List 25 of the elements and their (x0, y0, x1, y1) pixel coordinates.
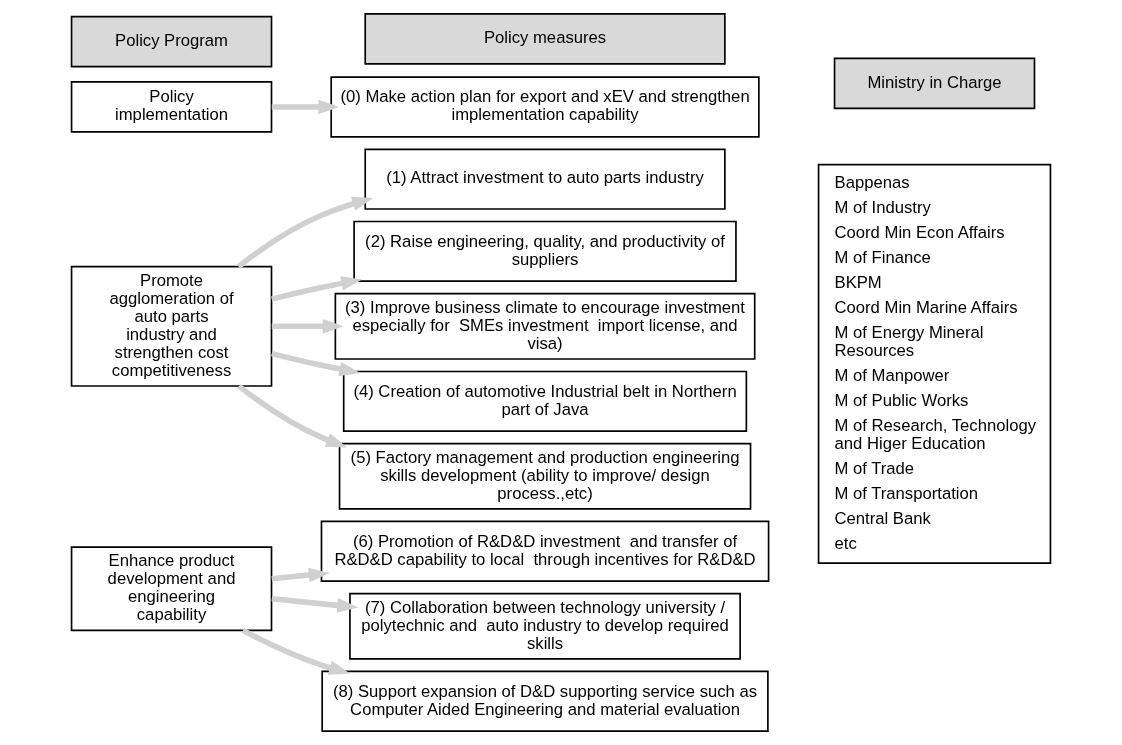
arrow (271, 350, 361, 377)
node-box: (5) Factory management and production engineering skills development (ability to improve/ design process.,etc) (338, 442, 752, 510)
arrow (271, 99, 340, 115)
arrow (237, 383, 347, 448)
node-box: Enhance product development and engineering capability (70, 546, 273, 632)
arrow (236, 196, 374, 269)
node-box: (8) Support expansion of D&D supporting service such as Computer Aided Engineering and material evaluation (321, 670, 769, 732)
node-box: Policy implementation (70, 81, 273, 133)
node-box: (1) Attract investment to auto parts industry (364, 148, 726, 210)
node-box: (0) Make action plan for export and xEV and strengthen implementation capability (330, 76, 760, 138)
node-box: Policy measures (364, 13, 726, 65)
node-box: Ministry in Charge (833, 57, 1036, 110)
node-box: Promote agglomeration of auto parts industry and strengthen cost competitiveness (70, 265, 273, 387)
arrow (271, 319, 344, 334)
arrow (241, 628, 351, 675)
node-box: Policy Program (70, 15, 273, 68)
node-box: (4) Creation of automotive Industrial belt in Northern part of Java (342, 370, 748, 432)
node-box: (2) Raise engineering, quality, and productivity of suppliers (353, 220, 737, 283)
arrow (271, 276, 362, 302)
node-box: (7) Collaboration between technology university / polytechnic and auto industry to develop required skills (349, 592, 741, 660)
arrow (271, 567, 330, 583)
node-box: (6) Promotion of R&D&D investment and transfer of R&D&D capability to local through incentives for R&D&D (320, 520, 770, 582)
node-box: (3) Improve business climate to encourage investment especially for SMEs investment import license, and visa) (334, 292, 756, 360)
node-box: Bappenas M of Industry Coord Min Econ Affairs M of Finance BKPM Coord Min Marine Affairs M of Energy Mineral Resources M of Manpower M of Public Works M of Research, Technology and Higer Education M of Trade M of Transportation Central Bank etc (817, 163, 1052, 564)
arrow (271, 596, 359, 613)
